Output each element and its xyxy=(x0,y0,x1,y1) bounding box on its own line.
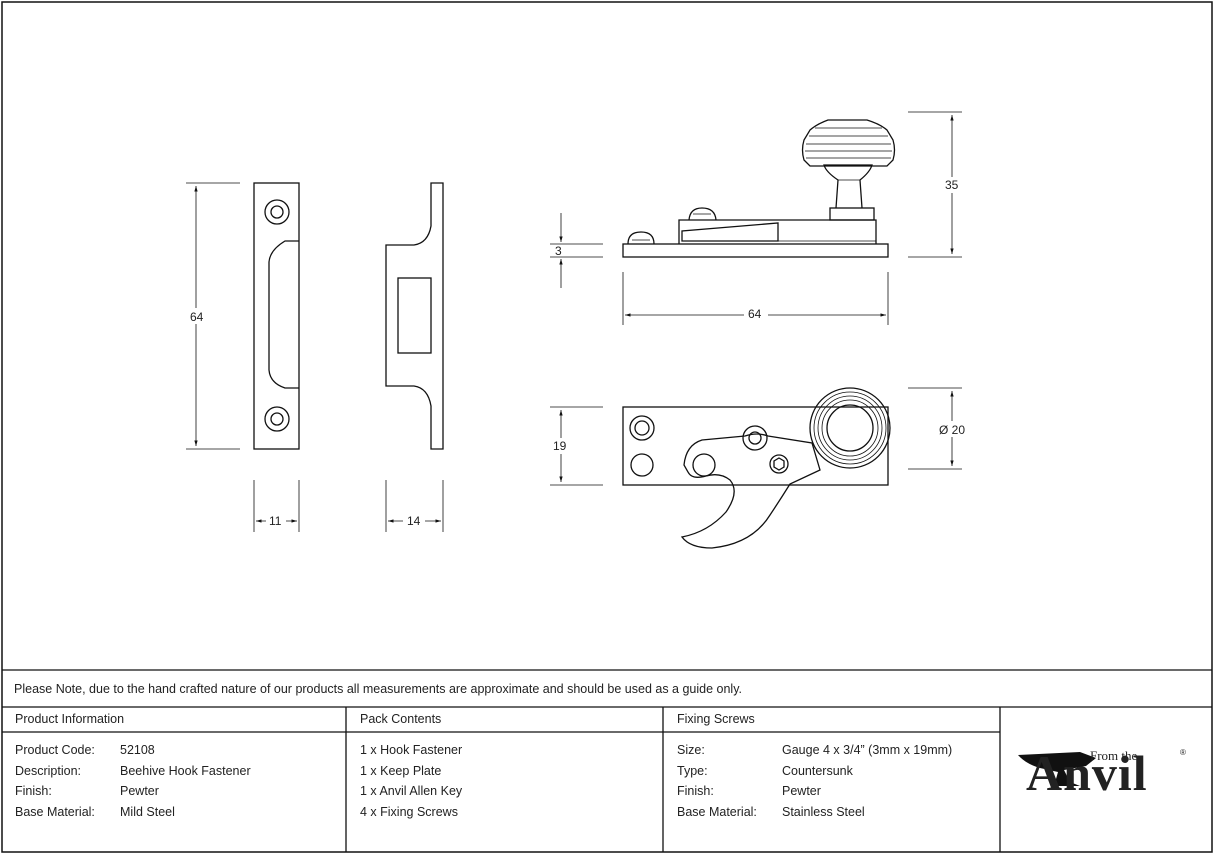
screw-material-label: Base Material: xyxy=(677,805,757,819)
measurement-note: Please Note, due to the hand crafted nat… xyxy=(14,682,743,696)
total-height-dimension xyxy=(908,111,964,258)
fixing-screws-title: Fixing Screws xyxy=(677,712,755,726)
fastener-side-view xyxy=(622,119,896,258)
knob-diameter-label: Ø 20 xyxy=(939,423,965,437)
keep-depth-dimension xyxy=(385,480,444,532)
plate-width-label: 19 xyxy=(553,439,567,453)
product-info-title: Product Information xyxy=(15,712,125,726)
screw-type-label: Type: xyxy=(677,764,708,778)
screw-finish-label: Finish: xyxy=(677,784,714,798)
title-block-grid xyxy=(2,669,1212,852)
screw-size-value: Gauge 4 x 3/4” (3mm x 19mm) xyxy=(782,743,953,757)
logo-brand-text: Anvil xyxy=(1026,745,1148,801)
base-material-label: Base Material: xyxy=(15,805,95,819)
pack-item: 1 x Anvil Allen Key xyxy=(360,784,463,798)
description-label: Description: xyxy=(15,764,81,778)
anvil-icon xyxy=(1018,752,1096,786)
keep-height-dimension xyxy=(186,182,240,450)
pack-contents-title: Pack Contents xyxy=(360,712,442,726)
total-height-label: 35 xyxy=(945,178,959,192)
plate-length-dimension xyxy=(622,272,889,325)
description-value: Beehive Hook Fastener xyxy=(120,764,251,778)
keep-width-dimension xyxy=(253,480,300,532)
pack-item: 1 x Keep Plate xyxy=(360,764,442,778)
product-code-value: 52108 xyxy=(120,743,155,757)
fastener-top-view xyxy=(622,387,891,549)
pack-item: 4 x Fixing Screws xyxy=(360,805,458,819)
knob-diameter-dimension xyxy=(908,387,970,470)
plate-length-label: 64 xyxy=(748,307,762,321)
screw-finish-value: Pewter xyxy=(782,784,821,798)
screw-type-value: Countersunk xyxy=(782,764,853,778)
plate-thickness-dimension xyxy=(550,213,603,288)
product-code-label: Product Code: xyxy=(15,743,95,757)
finish-value: Pewter xyxy=(120,784,159,798)
base-material-value: Mild Steel xyxy=(120,805,175,819)
keep-plate-side-view xyxy=(385,182,444,450)
finish-label: Finish: xyxy=(15,784,52,798)
screw-size-label: Size: xyxy=(677,743,705,757)
keep-width-label: 11 xyxy=(269,514,282,528)
keep-depth-label: 14 xyxy=(407,514,421,528)
screw-material-value: Stainless Steel xyxy=(782,805,865,819)
keep-height-label: 64 xyxy=(190,310,204,324)
logo-registered-mark: ® xyxy=(1180,748,1186,757)
logo-from-text: From the xyxy=(1090,748,1138,763)
plate-width-dimension xyxy=(550,406,603,486)
plate-thickness-label: 3 xyxy=(555,244,562,258)
pack-item: 1 x Hook Fastener xyxy=(360,743,463,757)
keep-plate-front-view xyxy=(253,182,300,450)
